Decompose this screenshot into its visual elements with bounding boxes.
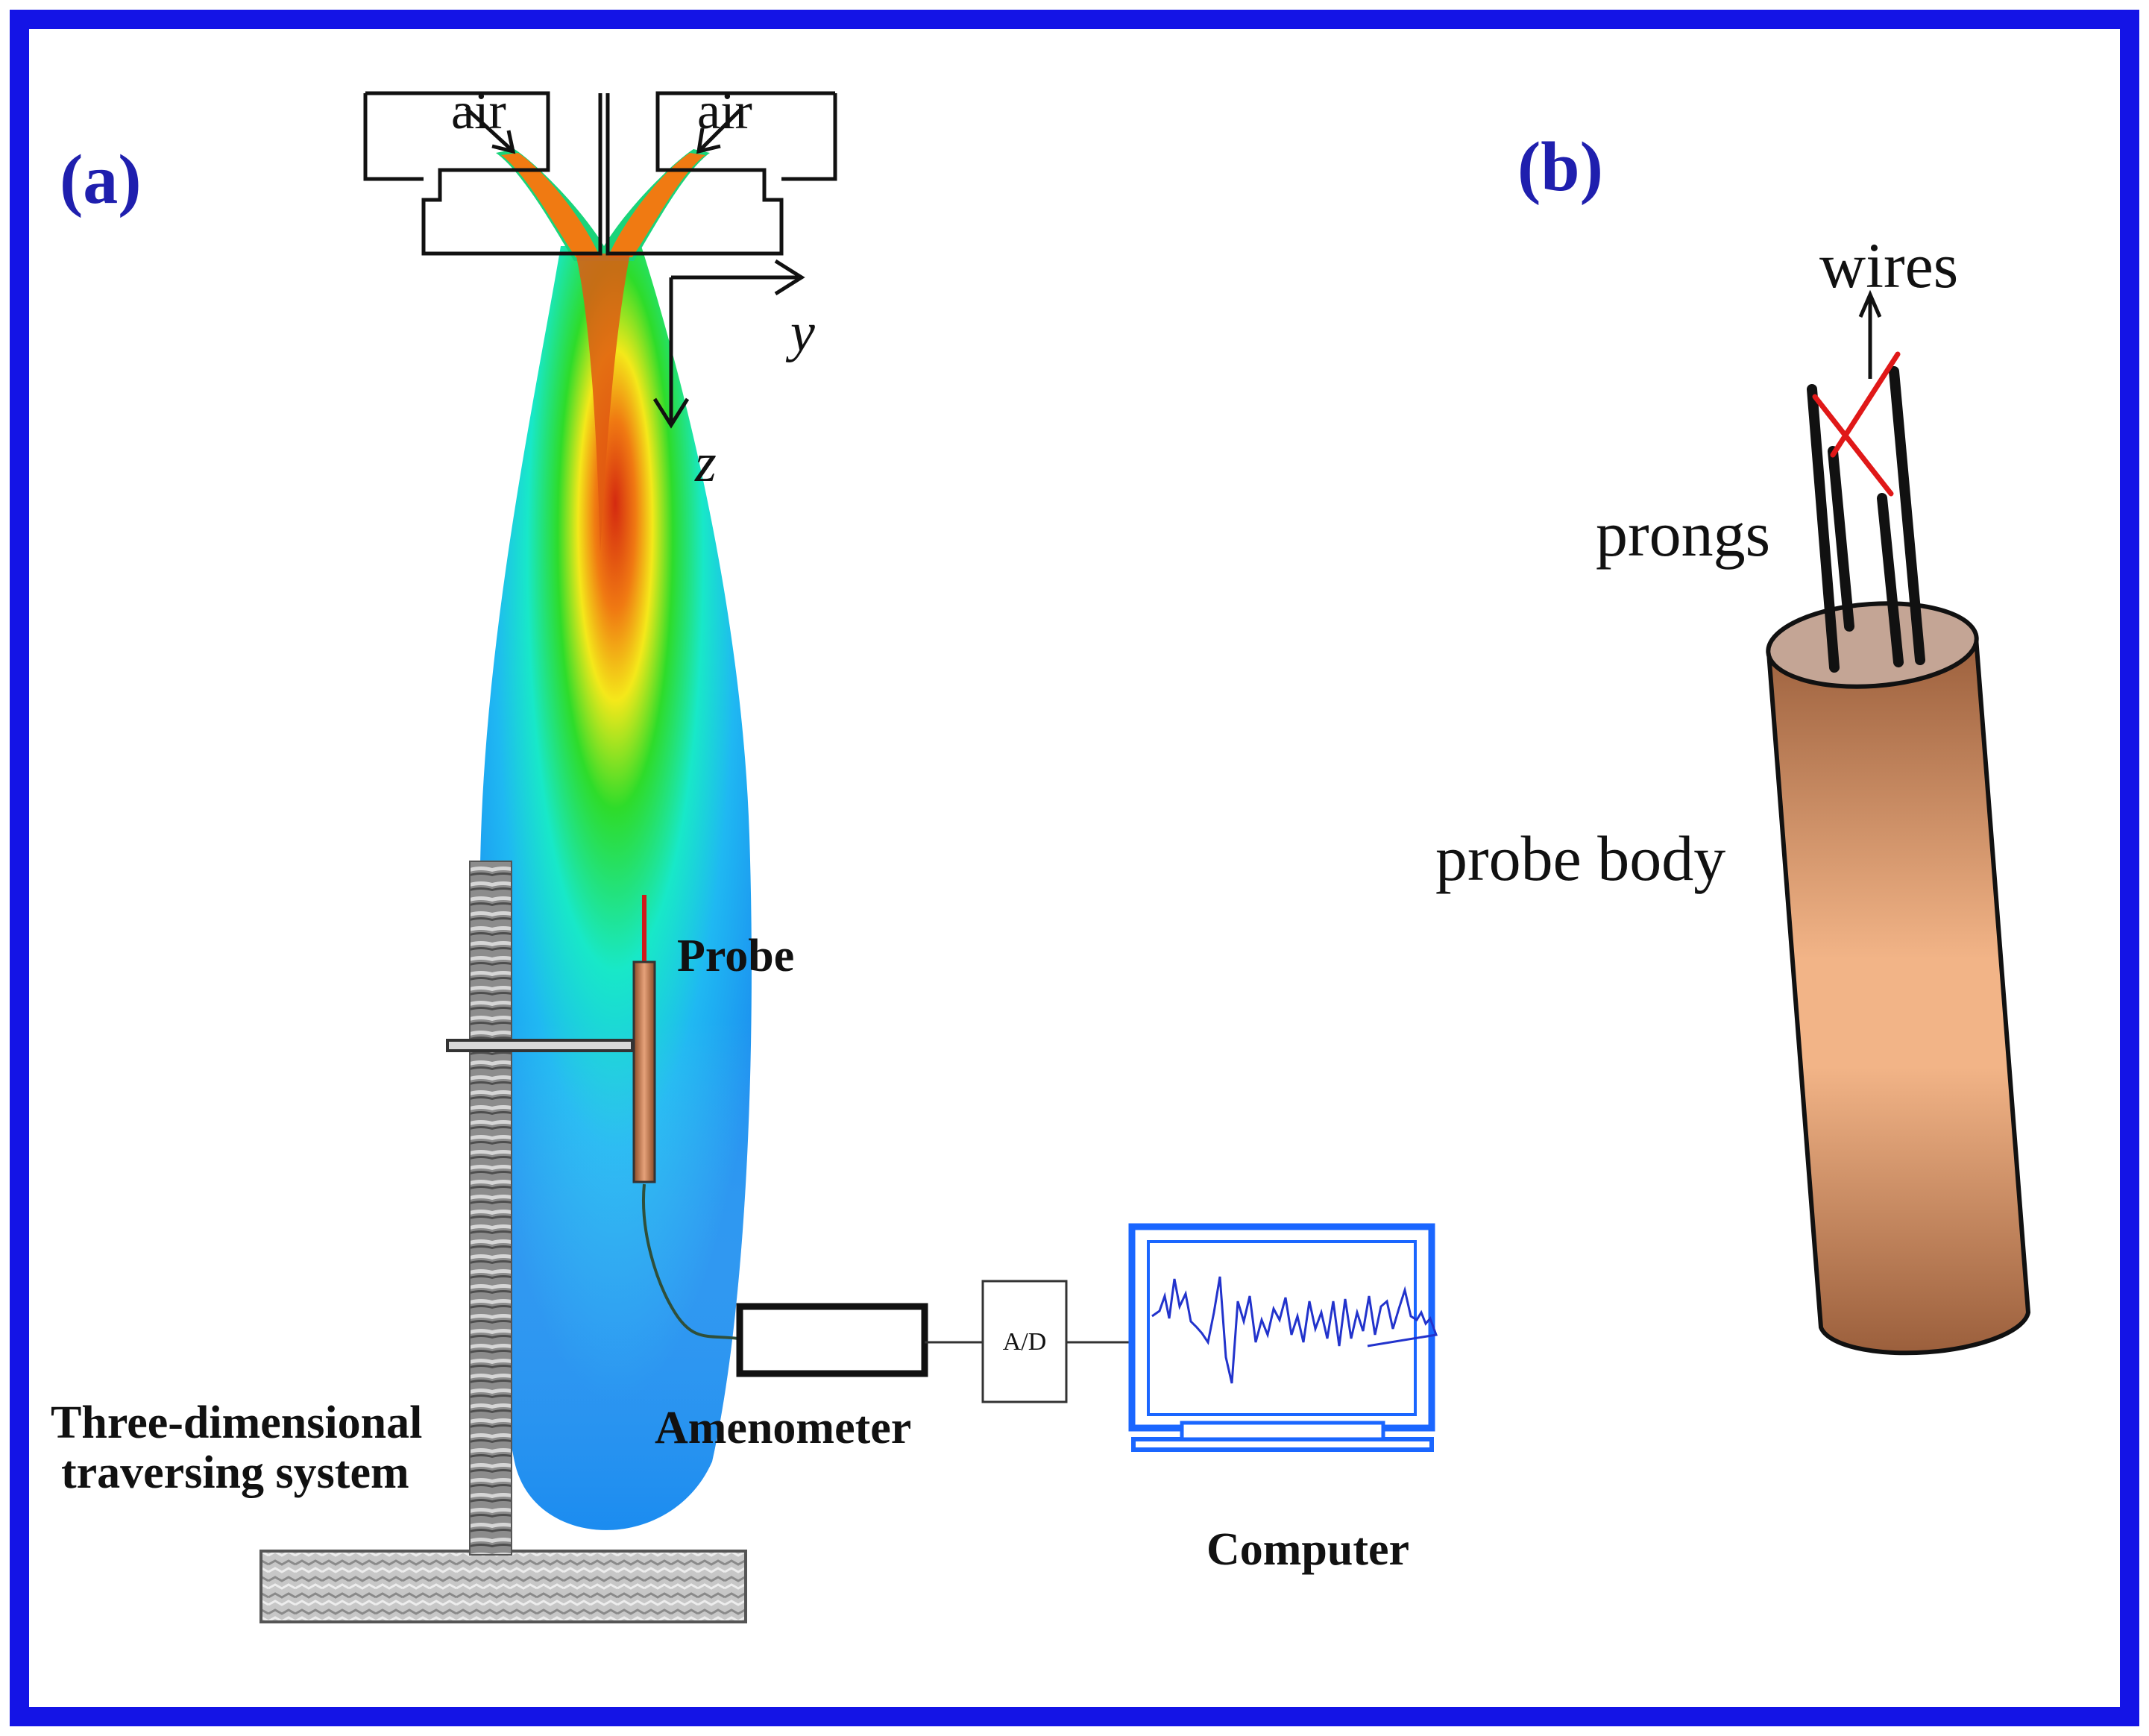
traverse-label-line2: traversing system — [61, 1447, 409, 1498]
computer-label: Computer — [1206, 1524, 1409, 1575]
probe-arm — [446, 1039, 634, 1052]
anemometer-label: Amenometer — [655, 1403, 911, 1453]
computer — [1128, 1223, 1438, 1452]
panel-b: (b) wires prongs probe body — [1435, 128, 2031, 1356]
axis-z-label: z — [694, 433, 717, 494]
inlet-right-label: air — [697, 83, 752, 140]
probe-body-label: probe body — [1435, 823, 1725, 894]
base-plate — [259, 1550, 747, 1623]
traverse-label-line1: Three-dimensional — [51, 1397, 422, 1448]
probe-body-cylinder — [1766, 601, 2031, 1356]
nozzle — [363, 91, 837, 256]
adc-box — [981, 1280, 1068, 1403]
sensor-wires — [1812, 351, 1901, 497]
prongs — [1807, 366, 1925, 673]
wires-arrow — [1858, 289, 1882, 379]
probe-body-top — [1766, 601, 1979, 689]
panel-b-label: (b) — [1517, 128, 1603, 206]
wires-label: wires — [1819, 230, 1958, 301]
probe — [632, 895, 656, 1183]
adc-label: A/D — [1003, 1328, 1047, 1356]
axis-y-label: y — [785, 302, 815, 363]
air-inlet-arrow-right — [696, 107, 743, 154]
inlet-left-label: air — [451, 83, 506, 140]
air-inlet-arrow-left — [465, 107, 516, 154]
jet-plume — [479, 149, 752, 1530]
prongs-label: prongs — [1596, 498, 1770, 570]
coordinate-axes — [652, 259, 805, 429]
anemometer-box — [736, 1303, 928, 1377]
traversing-system — [259, 861, 747, 1623]
figure-frame — [10, 10, 2139, 1726]
probe-cable — [642, 1183, 739, 1340]
signal-trace — [1151, 1276, 1438, 1384]
threaded-rod — [469, 861, 512, 1556]
panel-a: (a) air — [51, 83, 1438, 1623]
probe-label: Probe — [677, 931, 794, 981]
panel-a-label: (a) — [60, 141, 142, 218]
